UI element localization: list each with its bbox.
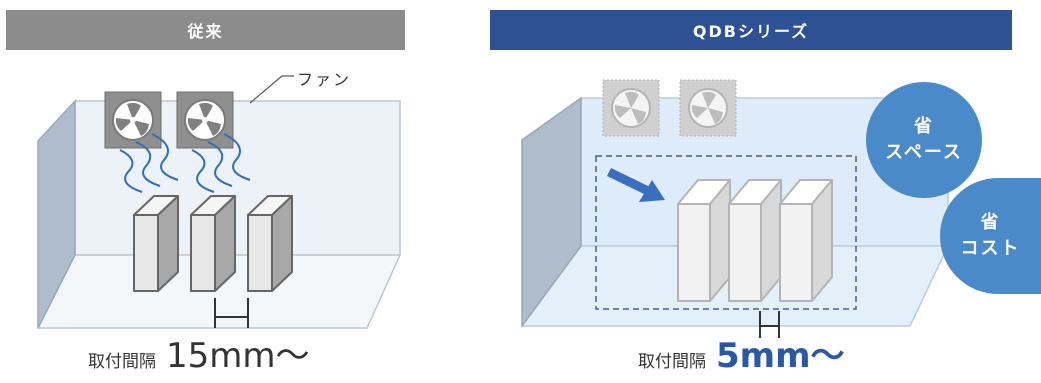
qdb-caption-value: 5mm〜 <box>716 336 845 376</box>
qdb-caption: 取付間隔 5mm〜 <box>638 336 845 380</box>
legacy-modules <box>133 195 293 292</box>
legacy-fan-1-icon <box>104 91 162 149</box>
qdb-fan-1-icon <box>602 79 660 137</box>
qdb-space-outline <box>595 155 857 310</box>
space-saving-badge-line-2: スペース <box>885 142 963 163</box>
legacy-header: 従来 <box>6 10 405 50</box>
qdb-caption-label: 取付間隔 <box>638 352 706 372</box>
qdb-fan-2-icon <box>679 79 737 137</box>
qdb-header-label: QDBシリーズ <box>692 22 810 41</box>
fan-label: ファン <box>297 70 352 89</box>
qdb-modules <box>677 179 833 302</box>
legacy-caption: 取付間隔 15mm〜 <box>88 336 310 380</box>
qdb-header: QDBシリーズ <box>490 10 1012 50</box>
cost-saving-badge-line-2: コスト <box>960 238 1021 259</box>
space-saving-badge: 省 スペース <box>866 82 982 198</box>
space-saving-badge-line-1: 省 <box>914 116 934 137</box>
qdb-gap-marker <box>759 311 780 338</box>
space-saving-arrow-icon <box>607 167 665 202</box>
legacy-caption-value: 15mm〜 <box>166 336 310 376</box>
fan-leader-line <box>249 75 283 104</box>
airflow-icon <box>119 133 251 193</box>
cost-saving-badge: 省 コスト <box>940 178 1041 294</box>
cost-saving-badge-line-1: 省 <box>980 212 1001 233</box>
legacy-caption-label: 取付間隔 <box>88 352 156 372</box>
legacy-header-label: 従来 <box>187 22 224 41</box>
legacy-gap-marker <box>214 298 249 328</box>
legacy-fan-2-icon <box>176 91 234 149</box>
